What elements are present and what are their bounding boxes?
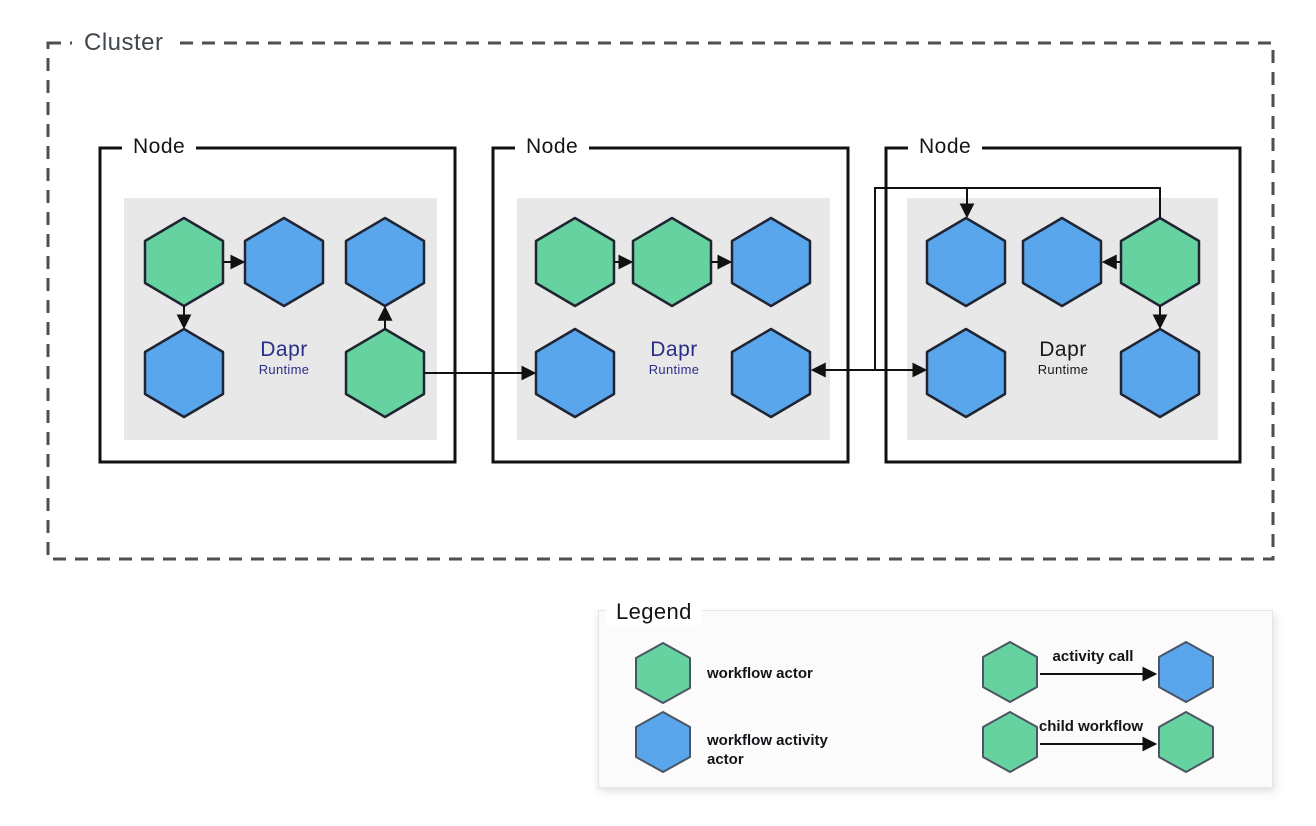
- legend-workflow-actor-hexagon: [982, 711, 1038, 773]
- dapr-subtitle: Runtime: [648, 362, 700, 377]
- node-label: Node: [908, 133, 983, 161]
- legend-item-label: workflow actor: [707, 665, 813, 682]
- dapr-runtime-label: Dapr Runtime: [1008, 337, 1118, 377]
- activity-call-trunk-line: [874, 187, 1161, 370]
- node-label: Node: [515, 133, 590, 161]
- workflow-activity-actor-hexagon: [534, 327, 616, 419]
- legend-workflow-actor-hexagon: [1158, 711, 1214, 773]
- legend-workflow-actor-hexagon: [982, 641, 1038, 703]
- legend-workflow-actor-hexagon: [635, 642, 691, 704]
- workflow-activity-actor-hexagon: [925, 327, 1007, 419]
- dapr-subtitle: Runtime: [1037, 362, 1089, 377]
- dapr-title: Dapr: [650, 338, 698, 361]
- dapr-runtime-label: Dapr Runtime: [619, 337, 729, 377]
- workflow-activity-actor-hexagon: [925, 216, 1007, 308]
- dapr-runtime-label: Dapr Runtime: [229, 337, 339, 377]
- workflow-activity-actor-hexagon: [243, 216, 325, 308]
- legend-title: Legend: [606, 599, 702, 625]
- workflow-activity-actor-hexagon: [1119, 327, 1201, 419]
- workflow-activity-actor-hexagon: [143, 327, 225, 419]
- legend-workflow-activity-actor-hexagon: [635, 711, 691, 773]
- workflow-activity-actor-hexagon: [1021, 216, 1103, 308]
- dapr-title: Dapr: [1039, 338, 1087, 361]
- workflow-activity-actor-hexagon: [730, 327, 812, 419]
- dapr-subtitle: Runtime: [258, 362, 310, 377]
- workflow-actor-hexagon: [534, 216, 616, 308]
- dapr-title: Dapr: [260, 338, 308, 361]
- legend-workflow-activity-actor-hexagon: [1158, 641, 1214, 703]
- legend-relation-label: child workflow: [1038, 718, 1144, 735]
- cluster-label: Cluster: [72, 27, 176, 59]
- legend-item-label: workflow activity actor: [707, 732, 828, 768]
- workflow-activity-actor-hexagon: [730, 216, 812, 308]
- workflow-actor-hexagon: [631, 216, 713, 308]
- legend-relation-label: activity call: [1052, 648, 1134, 665]
- cluster-boundary: [46, 41, 1275, 561]
- node-label: Node: [122, 133, 197, 161]
- workflow-actor-hexagon: [344, 327, 426, 419]
